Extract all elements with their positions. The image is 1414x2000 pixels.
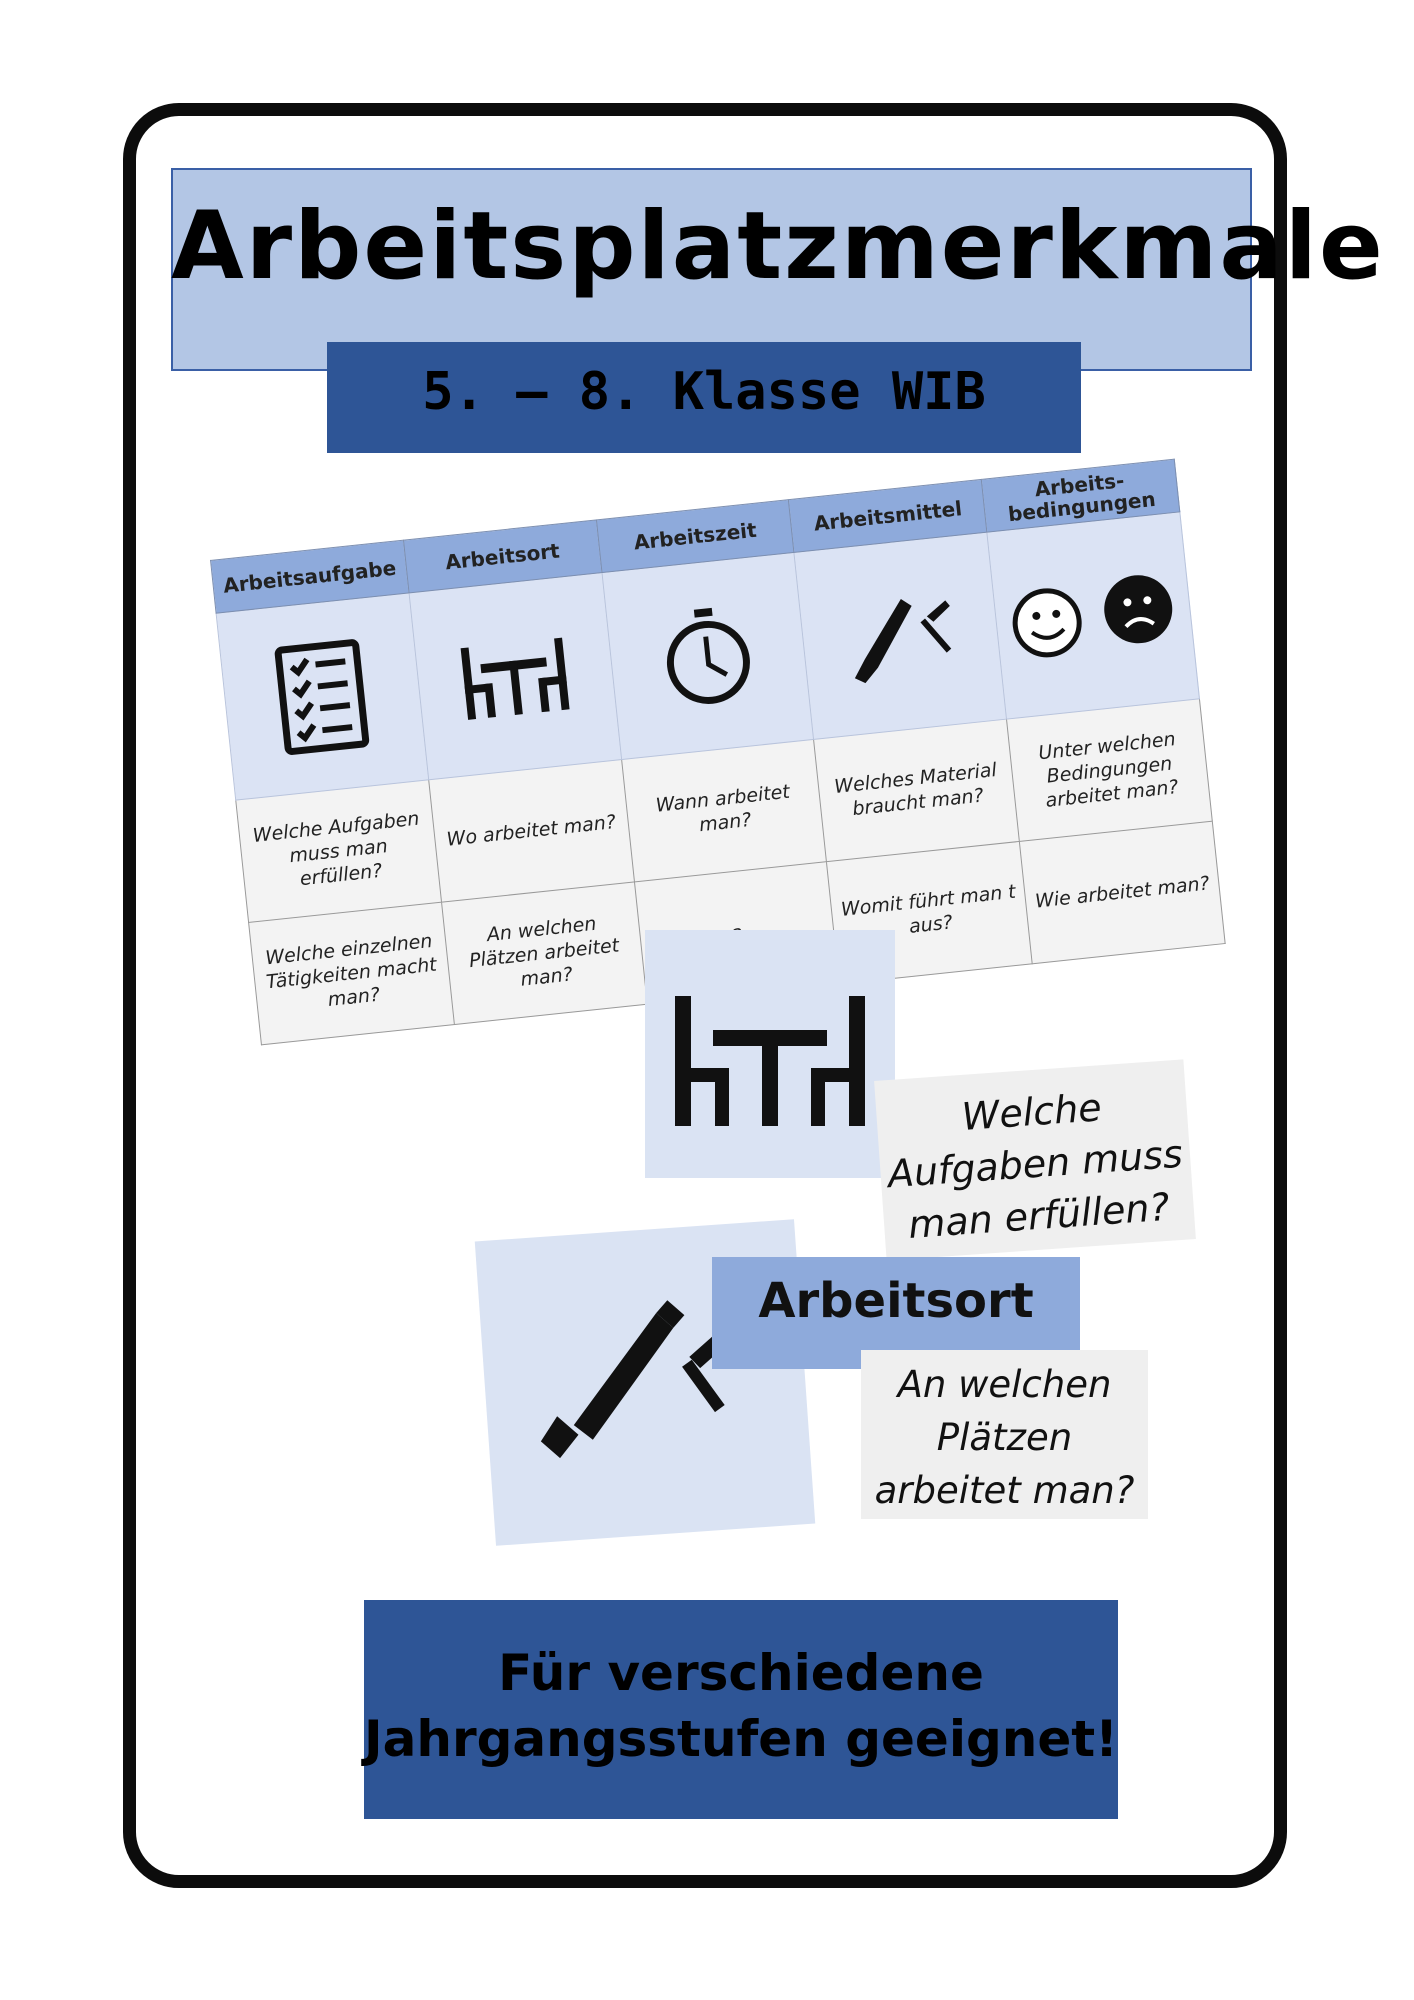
title-banner: [171, 168, 1252, 371]
card-question-text: An welchen Plätzen arbeitet man?: [874, 1363, 1135, 1512]
stopwatch-icon: [601, 552, 814, 760]
card-saw-hammer: [474, 1219, 816, 1546]
page-title: Arbeitsplatzmerkmale: [171, 192, 1385, 301]
table-chairs-icon: [675, 996, 865, 1126]
question-cell: Wann arbeitet man?: [621, 739, 827, 882]
question-cell: Welche einzelnen Tätigkeiten macht man?: [248, 902, 455, 1045]
subtitle-banner: [327, 342, 1081, 453]
page-frame: [123, 103, 1287, 1888]
page-subtitle: 5. – 8. Klasse WIB: [422, 362, 986, 422]
saw-hammer-icon: [540, 1300, 725, 1459]
checklist-icon: [216, 592, 429, 801]
card-question-plaetze: An welchen Plätzen arbeitet man?: [861, 1350, 1148, 1519]
card-question-text: Welche Aufgaben muss man erfüllen?: [886, 1085, 1185, 1247]
question-cell: Welche Aufgaben muss man erfüllen?: [235, 779, 442, 923]
card-table-chairs: [645, 930, 895, 1178]
question-cell: Wie arbeitet man?: [1019, 821, 1226, 964]
smiley-faces-icon: [987, 511, 1200, 720]
saw-hammer-icon: [794, 532, 1007, 740]
table-chairs-icon: [408, 572, 622, 780]
card-arbeitsort-label: Arbeitsort: [758, 1273, 1034, 1329]
footer-text: Für verschiedene Jahrgangsstufen geeigne…: [364, 1644, 1118, 1768]
question-cell: An welchen Plätzen arbeitet man?: [441, 881, 647, 1025]
question-cell: Wo arbeitet man?: [428, 759, 635, 903]
card-question-aufgaben: Welche Aufgaben muss man erfüllen?: [874, 1059, 1196, 1261]
footer-banner: [364, 1600, 1118, 1819]
question-cell: Welches Material braucht man?: [813, 719, 1020, 862]
question-cell: Unter welchen Bedingungen arbeitet man?: [1006, 698, 1213, 842]
worksheet-table: Arbeitsaufgabe Arbeitsort Arbeitszeit Ar…: [210, 459, 1226, 1045]
